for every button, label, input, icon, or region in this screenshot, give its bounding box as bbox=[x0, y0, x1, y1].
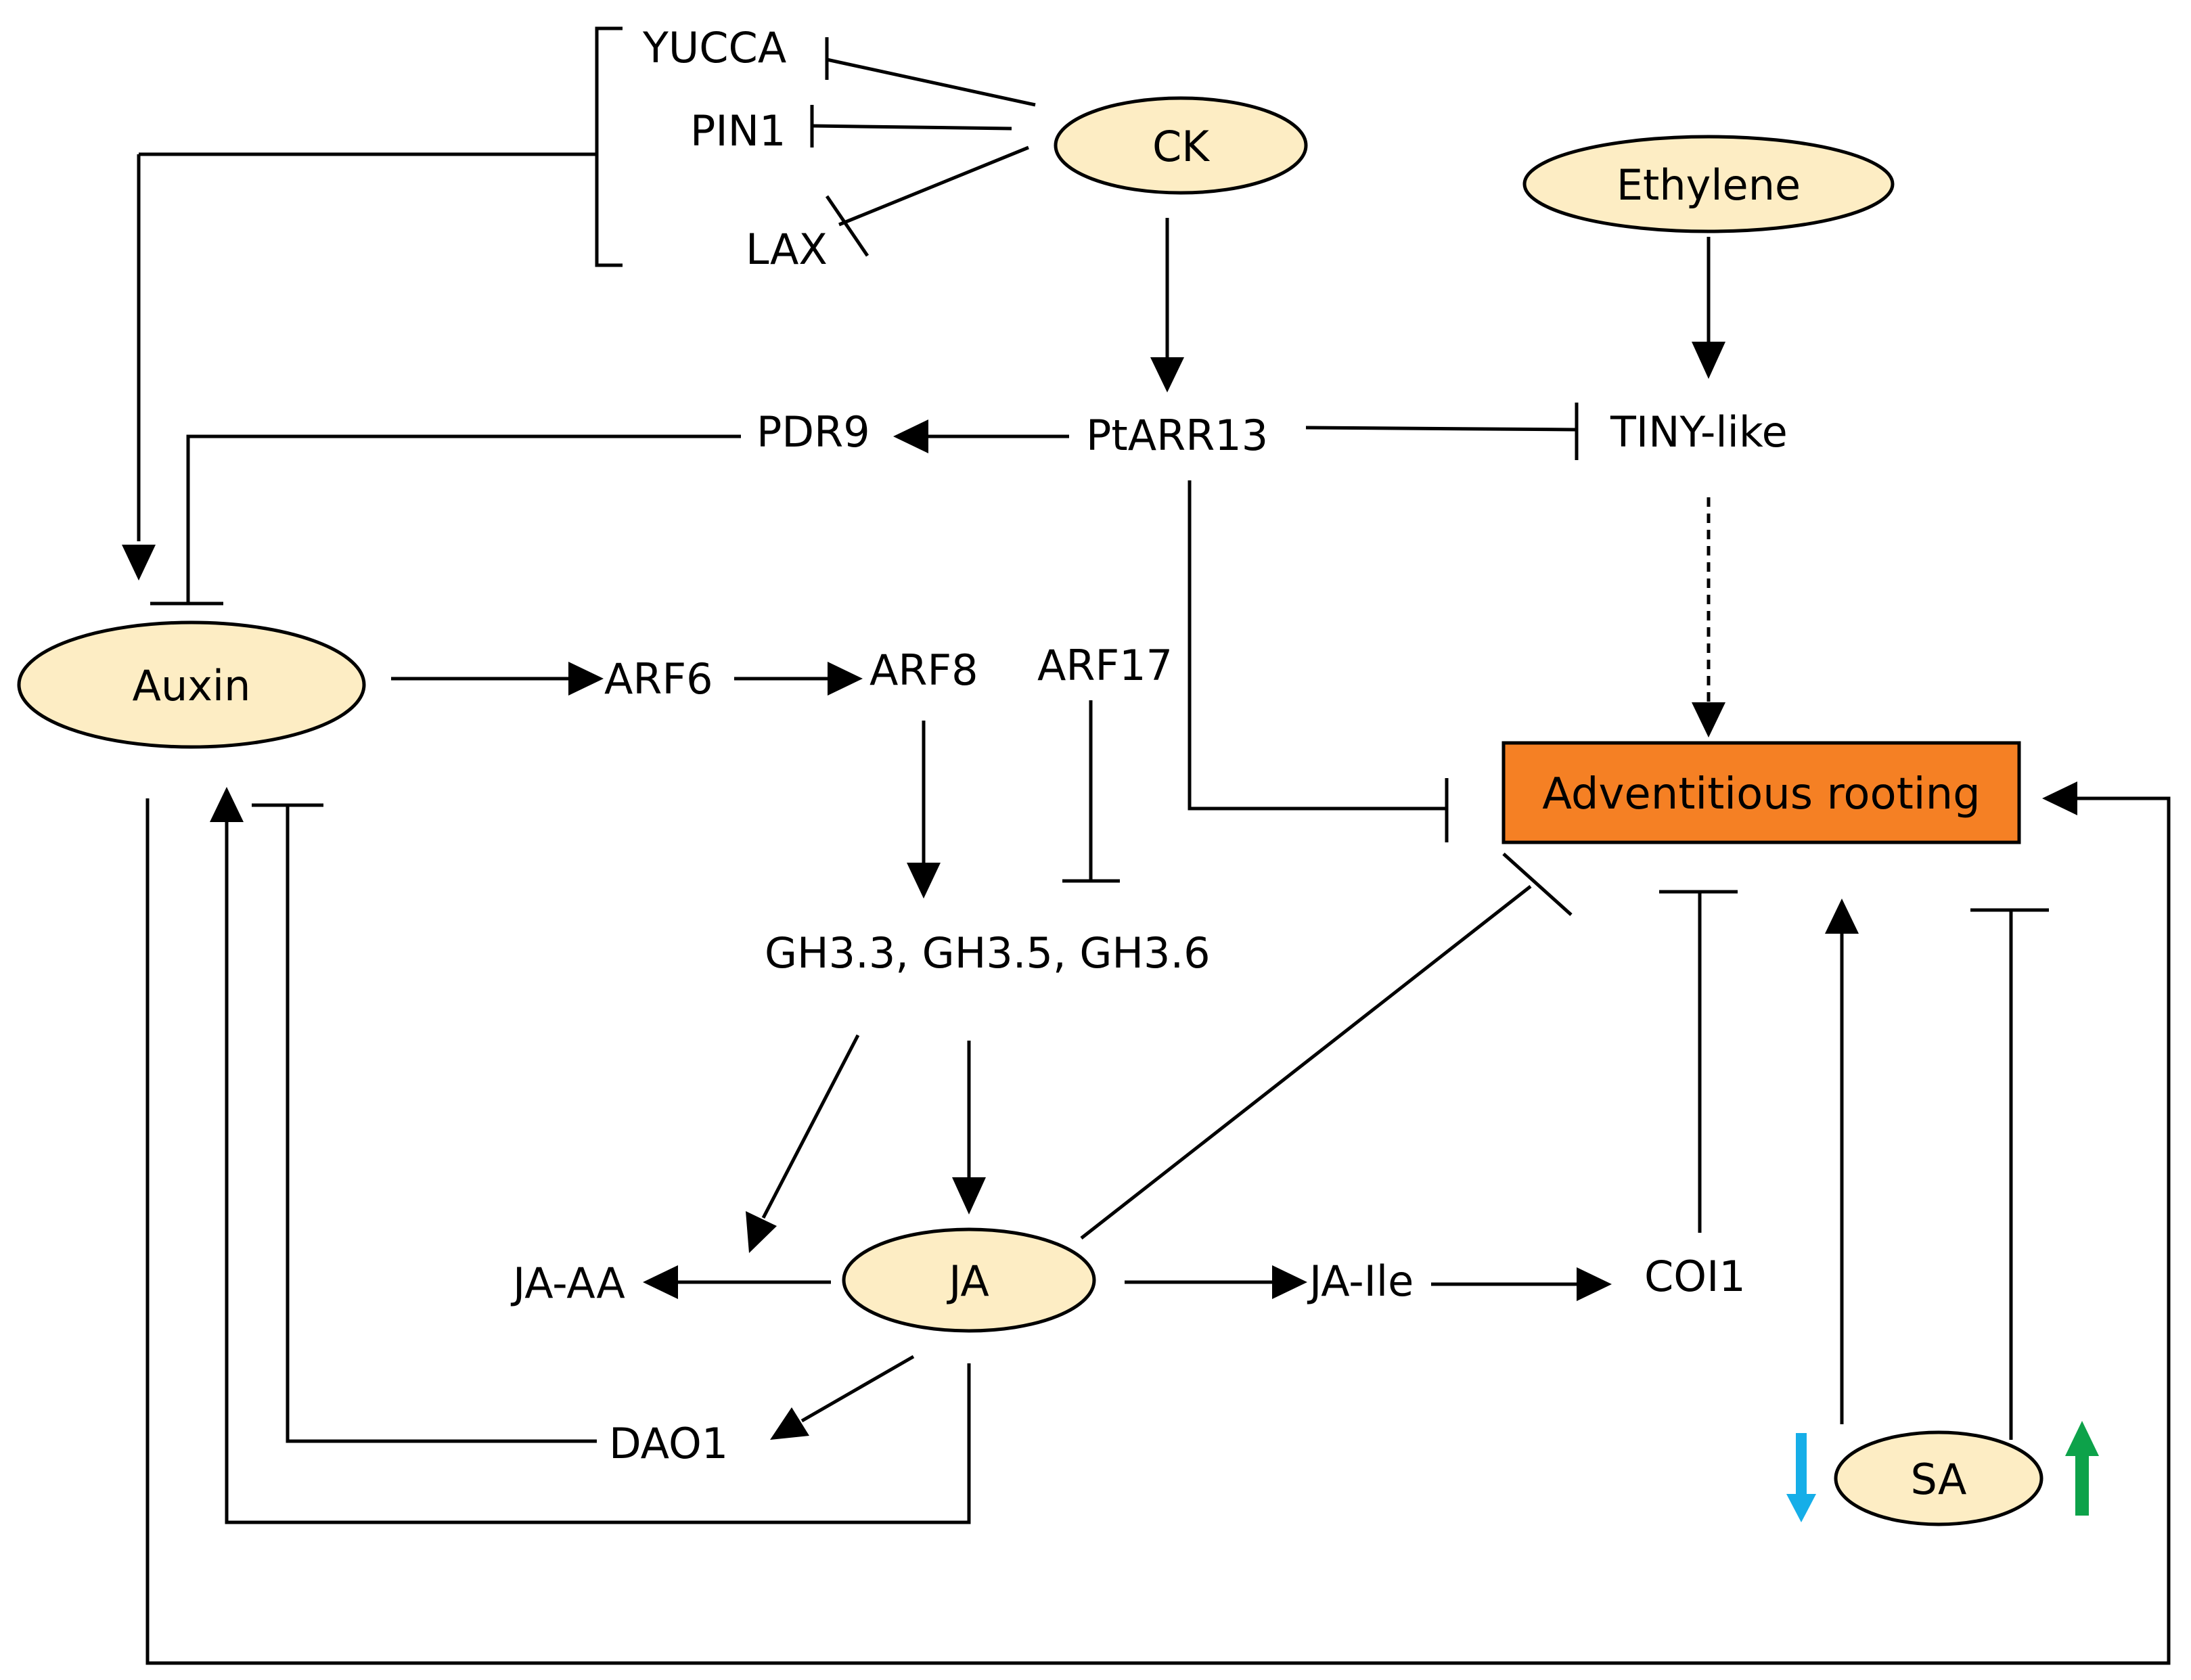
edge-ethylene-to-tiny bbox=[1692, 237, 1725, 379]
auxin-gene-bracket bbox=[139, 26, 623, 267]
ja-ile-label: JA-Ile bbox=[1307, 1256, 1414, 1306]
edge-ja-ile-to-coi1 bbox=[1431, 1267, 1612, 1301]
edge-tiny-to-rooting bbox=[1692, 497, 1725, 737]
edge-gh3-to-ja bbox=[952, 1041, 986, 1214]
node-sa: SA bbox=[1834, 1430, 2043, 1526]
sa-increase-arrow-icon bbox=[2065, 1421, 2099, 1516]
edge-ck-inhibits-pin1 bbox=[810, 105, 1012, 147]
edge-sa-to-rooting bbox=[1825, 899, 1859, 1424]
ck-label: CK bbox=[1152, 122, 1210, 171]
coi1-label: COI1 bbox=[1644, 1252, 1746, 1301]
ja-label: JA bbox=[946, 1256, 989, 1306]
edge-ck-inhibits-lax bbox=[825, 145, 1029, 257]
lax-label: LAX bbox=[746, 225, 828, 274]
edge-ja-to-auxin bbox=[210, 787, 971, 1524]
auxin-label: Auxin bbox=[133, 661, 251, 710]
edge-ptarr13-inhibits-tiny bbox=[1305, 403, 1579, 460]
node-auxin: Auxin bbox=[17, 620, 366, 749]
arf8-label: ARF8 bbox=[869, 645, 978, 695]
node-adventitious-rooting: Adventitious rooting bbox=[1501, 741, 2021, 844]
dao1-label: DAO1 bbox=[609, 1419, 728, 1468]
tiny-like-label: TINY-like bbox=[1610, 407, 1788, 457]
edge-bracket-to-auxin bbox=[122, 154, 156, 581]
edge-ck-to-ptarr13 bbox=[1150, 218, 1184, 392]
edge-ck-inhibits-yucca bbox=[825, 37, 1036, 107]
edge-coi1-inhibits-rooting bbox=[1659, 890, 1738, 1233]
adventitious-rooting-label: Adventitious rooting bbox=[1542, 769, 1981, 819]
pdr9-label: PDR9 bbox=[756, 407, 870, 457]
edge-arf6-to-arf8 bbox=[734, 662, 863, 696]
edge-pdr9-inhibits-auxin bbox=[150, 434, 741, 606]
sa-label: SA bbox=[1911, 1455, 1967, 1504]
edge-gh3-to-ja-aa bbox=[746, 1034, 860, 1253]
ethylene-label: Ethylene bbox=[1617, 160, 1801, 210]
edge-sa-inhibits-rooting bbox=[1970, 908, 2049, 1440]
edge-ptarr13-inhibits-rooting bbox=[1188, 480, 1449, 842]
edge-dao1-inhibits-auxin bbox=[252, 803, 597, 1443]
edge-ja-to-dao1 bbox=[770, 1355, 915, 1440]
edge-auxin-to-arf6 bbox=[391, 662, 604, 696]
edge-arf17-inhibits-gh3 bbox=[1062, 700, 1120, 883]
gh3-label: GH3.3, GH3.5, GH3.6 bbox=[765, 928, 1211, 978]
ptarr13-label: PtARR13 bbox=[1086, 411, 1268, 460]
pin1-label: PIN1 bbox=[690, 106, 786, 156]
edge-ptarr13-to-pdr9 bbox=[893, 419, 1069, 453]
node-ethylene: Ethylene bbox=[1522, 135, 1895, 233]
node-ck: CK bbox=[1054, 96, 1308, 195]
arf17-label: ARF17 bbox=[1037, 641, 1173, 690]
node-ja: JA bbox=[842, 1227, 1096, 1333]
edge-arf8-to-gh3 bbox=[907, 721, 941, 899]
ja-aa-label: JA-AA bbox=[510, 1258, 625, 1308]
yucca-label: YUCCA bbox=[642, 23, 786, 72]
edge-ja-to-ja-aa bbox=[643, 1265, 831, 1299]
sa-decrease-arrow-icon bbox=[1786, 1433, 1816, 1522]
edge-ja-to-ja-ile bbox=[1125, 1265, 1307, 1299]
edge-auxin-to-rooting bbox=[145, 781, 2171, 1665]
edge-ja-inhibits-rooting bbox=[1080, 853, 1573, 1240]
arf6-label: ARF6 bbox=[604, 654, 713, 704]
